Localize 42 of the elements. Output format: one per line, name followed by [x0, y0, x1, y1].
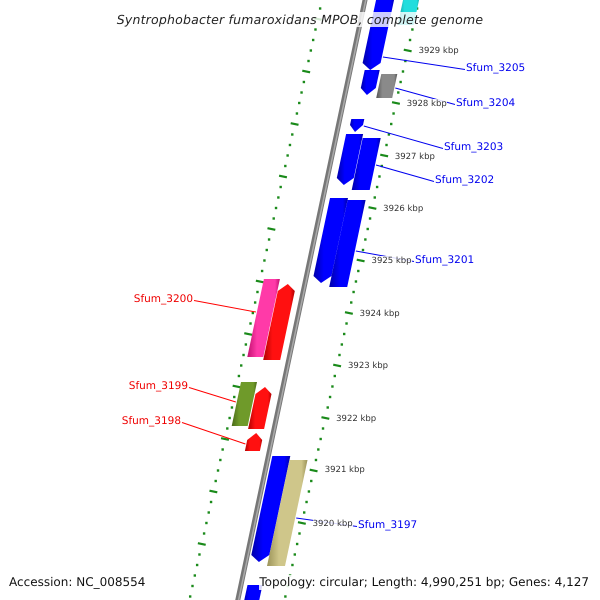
gene-block — [329, 200, 366, 287]
gene-block — [251, 456, 290, 562]
leader-line — [194, 300, 256, 312]
gene-label: Sfum_3203 — [444, 141, 504, 154]
tick-label: 3925 kbp — [372, 256, 412, 266]
tick-label: 3923 kbp — [348, 361, 388, 371]
gene-block — [267, 460, 308, 566]
gene-label: Sfum_3205 — [466, 62, 526, 75]
gene-block — [350, 119, 364, 132]
leader-line — [363, 126, 444, 149]
tick-label: 3920 kbp — [312, 519, 353, 529]
gene-label: Sfum_3204 — [456, 97, 516, 110]
gene-block — [244, 433, 262, 451]
gene-block — [314, 198, 348, 283]
gene-block — [232, 382, 257, 426]
gene-label: Sfum_3200 — [134, 293, 193, 306]
tick-label: 3926 kbp — [383, 204, 424, 214]
gene-label: Sfum_3201 — [415, 254, 474, 267]
gene-block — [247, 279, 280, 357]
tick-label: 3929 kbp — [418, 46, 459, 56]
accession-label: Accession: NC_008554 — [9, 575, 146, 590]
gene-block — [352, 138, 381, 190]
gene-block — [360, 70, 380, 95]
gene-label: Sfum_3202 — [435, 174, 494, 187]
tick-label: 3928 kbp — [406, 99, 447, 109]
tick-label: 3922 kbp — [336, 414, 376, 424]
gene-label: Sfum_3198 — [122, 415, 181, 428]
leader-line — [188, 387, 236, 402]
tick-label: 3924 kbp — [360, 309, 400, 319]
leader-line — [376, 164, 434, 182]
leader-line — [382, 56, 466, 70]
leader-line — [182, 422, 246, 444]
gene-block — [376, 74, 398, 98]
gene-label: Sfum_3199 — [128, 380, 188, 393]
title: Syntrophobacter fumaroxidans MPOB, complete genome — [114, 12, 486, 27]
tick-label: 3921 kbp — [324, 465, 365, 475]
gene-block — [263, 284, 295, 360]
gene-label: Sfum_3197 — [358, 519, 418, 532]
gene-block — [248, 387, 272, 429]
gene-block — [336, 134, 364, 185]
genome-info-text: Topology: circular; Length: 4,990,251 bp; Genes: 4,127 — [259, 575, 589, 590]
tick-label: 3927 kbp — [394, 152, 435, 162]
